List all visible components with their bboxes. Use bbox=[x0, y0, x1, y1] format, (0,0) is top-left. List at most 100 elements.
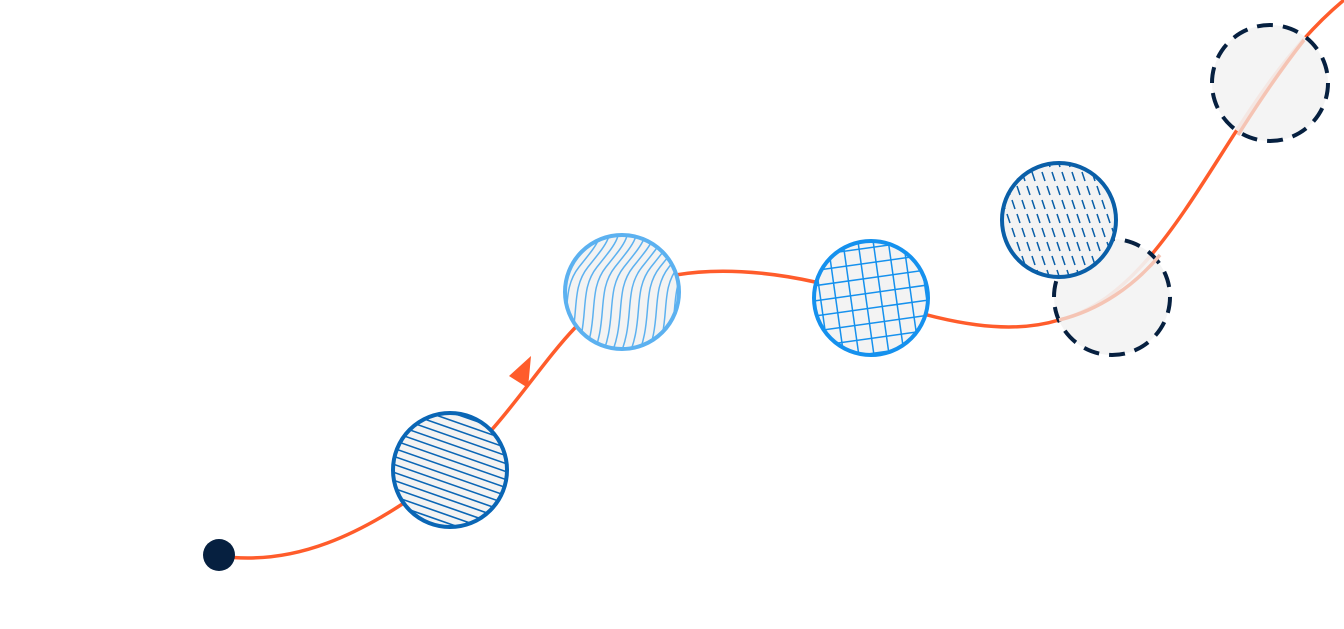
pattern-stroke bbox=[1076, 241, 1081, 252]
pattern-stroke bbox=[1056, 163, 1061, 168]
pattern-stroke bbox=[1002, 171, 1006, 182]
pattern-stroke bbox=[1106, 213, 1111, 224]
pattern-stroke bbox=[607, 235, 656, 349]
pattern-stroke bbox=[1051, 171, 1056, 182]
pattern-stroke bbox=[806, 281, 936, 305]
pattern-stroke bbox=[1031, 199, 1036, 210]
pattern-stroke bbox=[806, 355, 936, 363]
node-contour bbox=[563, 233, 681, 351]
pattern-stroke bbox=[1011, 171, 1016, 182]
pattern-stroke bbox=[616, 235, 665, 349]
pattern-stroke bbox=[1021, 227, 1026, 238]
pattern-stroke bbox=[1046, 241, 1051, 252]
pattern-stroke bbox=[1061, 171, 1066, 182]
pattern-stroke bbox=[1061, 199, 1066, 210]
pattern-stroke bbox=[598, 235, 647, 349]
pattern-stroke bbox=[370, 528, 530, 584]
pattern-stroke bbox=[1106, 163, 1111, 168]
pattern-stroke bbox=[1081, 171, 1086, 182]
pattern-stroke bbox=[1026, 213, 1031, 224]
pattern-stroke bbox=[1021, 199, 1026, 210]
pattern-stroke bbox=[1006, 269, 1011, 277]
direction-arrow-icon bbox=[509, 356, 531, 388]
pattern-stroke bbox=[1002, 255, 1006, 266]
pattern-stroke bbox=[1111, 171, 1116, 182]
pattern-stroke bbox=[1011, 227, 1016, 238]
pattern-stroke bbox=[1071, 171, 1076, 182]
pattern-stroke bbox=[1016, 269, 1021, 277]
pattern-stroke bbox=[1096, 241, 1101, 252]
pattern-stroke bbox=[1086, 185, 1091, 196]
pattern-stroke bbox=[1041, 227, 1046, 238]
pattern-stroke bbox=[1026, 163, 1031, 168]
pattern-stroke bbox=[1056, 241, 1061, 252]
pattern-stroke bbox=[1086, 163, 1091, 168]
pattern-stroke bbox=[634, 235, 679, 349]
pattern-stroke bbox=[1056, 185, 1061, 196]
pattern-stroke bbox=[1086, 213, 1091, 224]
pattern-stroke bbox=[1066, 185, 1071, 196]
pattern-stroke bbox=[1051, 255, 1056, 266]
pattern-stroke bbox=[1046, 185, 1051, 196]
pattern-stroke bbox=[997, 214, 1000, 223]
pattern-stroke bbox=[997, 186, 1000, 195]
pattern-stroke bbox=[1041, 199, 1046, 210]
pattern-stroke bbox=[1041, 171, 1046, 182]
pattern-stroke bbox=[1041, 255, 1046, 266]
pattern-stroke bbox=[1071, 199, 1076, 210]
pattern-stroke bbox=[1101, 171, 1106, 182]
pattern-stroke bbox=[1091, 227, 1096, 238]
pattern-stroke bbox=[854, 233, 878, 363]
pattern-stroke bbox=[869, 233, 893, 363]
pattern-stroke bbox=[1071, 227, 1076, 238]
pattern-stroke bbox=[1016, 241, 1021, 252]
node-dashes bbox=[997, 158, 1120, 279]
pattern-stroke bbox=[1056, 213, 1061, 224]
pattern-stroke bbox=[806, 296, 936, 320]
pattern-stroke bbox=[1056, 269, 1061, 277]
pattern-stroke bbox=[1006, 163, 1011, 168]
pattern-stroke bbox=[1081, 255, 1086, 266]
pattern-stroke bbox=[589, 235, 638, 349]
pattern-stroke bbox=[928, 233, 936, 363]
pattern-stroke bbox=[1066, 241, 1071, 252]
pattern-stroke bbox=[580, 235, 629, 349]
pattern-stroke bbox=[1101, 199, 1106, 210]
pattern-stroke bbox=[1086, 241, 1091, 252]
pattern-stroke bbox=[997, 270, 1000, 279]
start-dot bbox=[203, 539, 235, 571]
pattern-stroke bbox=[1066, 213, 1071, 224]
pattern-stroke bbox=[1016, 163, 1021, 168]
pattern-stroke bbox=[1091, 199, 1096, 210]
pattern-stroke bbox=[565, 235, 602, 349]
pattern-stroke bbox=[1051, 227, 1056, 238]
pattern-stroke bbox=[1036, 185, 1041, 196]
pattern-stroke bbox=[1076, 213, 1081, 224]
pattern-stroke bbox=[1031, 255, 1036, 266]
pattern-stroke bbox=[1117, 186, 1120, 195]
pattern-stroke bbox=[1046, 213, 1051, 224]
pattern-stroke bbox=[1026, 269, 1031, 277]
pattern-stroke bbox=[1096, 213, 1101, 224]
pattern-stroke bbox=[1096, 163, 1101, 168]
pattern-stroke bbox=[1026, 185, 1031, 196]
pattern-stroke bbox=[1026, 241, 1031, 252]
pattern-stroke bbox=[997, 242, 1000, 251]
pattern-stroke bbox=[1081, 227, 1086, 238]
pattern-stroke bbox=[1036, 213, 1041, 224]
node-diagonal-hatch bbox=[370, 352, 530, 584]
pattern-stroke bbox=[1101, 227, 1106, 238]
pattern-stroke bbox=[370, 352, 530, 408]
pattern-stroke bbox=[1031, 227, 1036, 238]
pattern-stroke bbox=[1117, 158, 1120, 167]
pattern-stroke bbox=[1076, 185, 1081, 196]
pattern-stroke bbox=[1081, 199, 1086, 210]
pattern-stroke bbox=[1051, 199, 1056, 210]
pattern-stroke bbox=[1036, 241, 1041, 252]
pattern-stroke bbox=[781, 208, 939, 230]
pattern-stroke bbox=[1016, 213, 1021, 224]
pattern-stroke bbox=[1031, 171, 1036, 182]
pattern-stroke bbox=[1061, 255, 1066, 266]
